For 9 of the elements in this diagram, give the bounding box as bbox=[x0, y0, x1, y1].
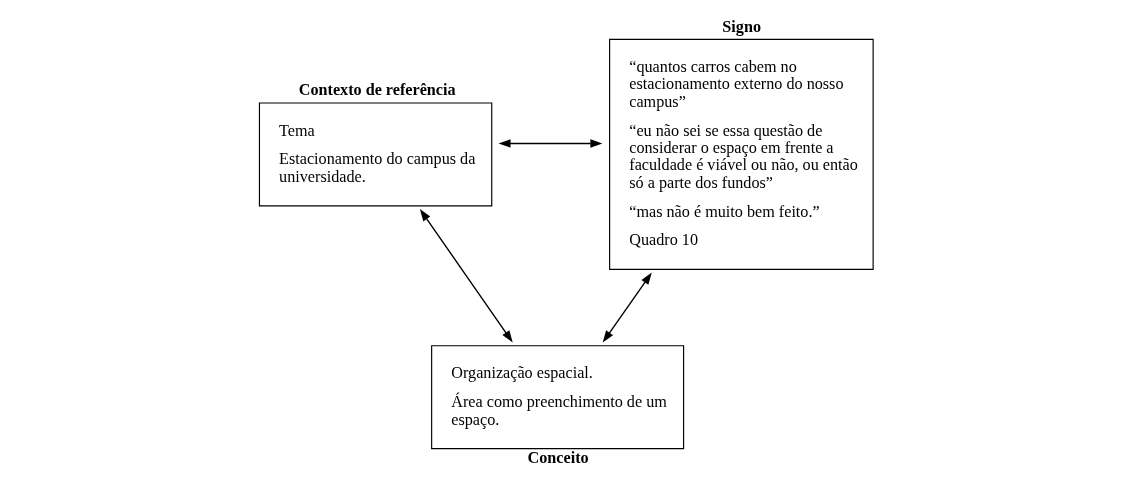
node-box: Organização espacial. Área como preenchimento de um espaço. bbox=[430, 345, 684, 450]
arrow bbox=[419, 209, 513, 343]
node-box: Tema Estacionamento do campus da universidade. bbox=[258, 102, 492, 207]
node-label: Contexto de referência bbox=[298, 81, 456, 99]
node-box: “quantos carros cabem no estacionamento externo do nosso campus” “eu não sei se essa questão de considerar o espaço em frente a faculdade é viável ou não, ou então só a parte dos fundos” “mas não é muito bem feito.” Quadro 10 bbox=[608, 38, 874, 270]
node-label: Signo bbox=[721, 17, 761, 35]
arrow bbox=[602, 272, 652, 343]
node-label: Conceito bbox=[527, 448, 589, 466]
arrow bbox=[498, 139, 602, 148]
